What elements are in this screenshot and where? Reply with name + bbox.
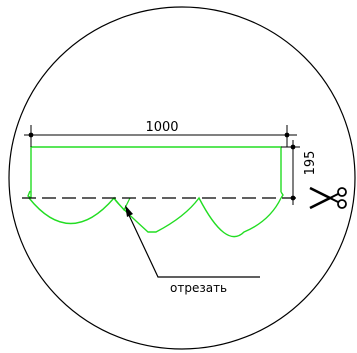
height-dimension-dot-top xyxy=(290,144,296,150)
panel-outline xyxy=(27,146,284,199)
width-dimension-dot-right xyxy=(284,132,290,138)
panel-scallop-notch xyxy=(113,197,131,212)
callout-leader xyxy=(126,210,260,278)
callout-arrowhead xyxy=(125,205,133,217)
scissors-icon xyxy=(309,186,347,210)
width-dimension-label: 1000 xyxy=(145,120,178,135)
panel-scallops xyxy=(28,196,282,238)
detail-circle xyxy=(8,6,356,350)
width-dimension-dot-left xyxy=(28,132,34,138)
height-dimension-label: 195 xyxy=(303,151,318,176)
callout-label: отрезать xyxy=(170,281,227,295)
